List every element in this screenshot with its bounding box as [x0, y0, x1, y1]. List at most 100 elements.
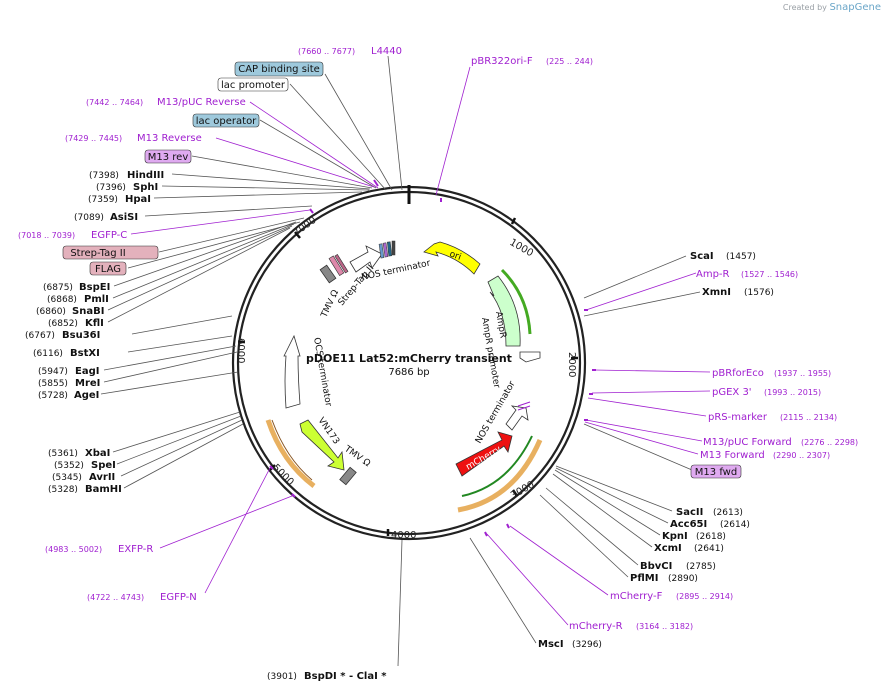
- pmli-name: PmlI: [84, 294, 109, 305]
- mcherry-r-range: (3164 .. 3182): [636, 622, 693, 631]
- feature-ampr-label: AmpR: [493, 311, 508, 339]
- leader-kpni: [554, 469, 661, 536]
- feature-mcherry-orange-highlight: [457, 439, 543, 513]
- leader-strep: [158, 217, 305, 253]
- leader-pflmi: [539, 494, 629, 578]
- leader-mrei: [103, 351, 238, 383]
- leader-bspdi: [397, 539, 403, 667]
- scai-pos: (1457): [726, 252, 756, 262]
- feature-tmv-omega-1-label: TMV Ω: [341, 444, 372, 470]
- cap-binding-site-label: CAP binding site: [238, 64, 320, 75]
- top-block-3: [386, 241, 392, 257]
- small-mark-2: [517, 405, 531, 411]
- leader-mcherry-r: [486, 533, 569, 626]
- feature-nos-terminator-1-arrow: [505, 405, 529, 431]
- leader-egfp-c: [130, 209, 311, 235]
- snapgene-branding: Created by SnapGene: [783, 2, 881, 13]
- top-block-2: [382, 242, 389, 258]
- leader-pmli: [112, 223, 295, 299]
- leader-m13-rev: [191, 155, 373, 189]
- leader-asisi: [144, 205, 313, 217]
- pflmi-name: PflMI: [630, 573, 658, 584]
- leader-scai: [583, 255, 687, 299]
- m13puc-reverse-range: (7442 .. 7464): [86, 98, 143, 107]
- bamhi-name: BamHI: [85, 484, 122, 495]
- snabi-pos: (6860): [36, 307, 66, 317]
- m13-rev-label: M13 rev: [148, 152, 189, 163]
- leader-avrii: [120, 419, 243, 477]
- leader-kfli: [107, 227, 291, 323]
- xmni-pos: (1576): [744, 288, 774, 298]
- plasmid-name: pDOE11 Lat52:mCherry transient: [306, 352, 512, 365]
- primer-mark-egfp-c: [309, 208, 314, 214]
- primer-mark-egfp-n: [269, 465, 274, 470]
- feature-ocs-terminator-label: OCS terminator: [311, 337, 333, 408]
- strep-tag-bar-1: [328, 255, 345, 276]
- cap-binding-site-box: [234, 61, 324, 77]
- lac-operator-box: [192, 113, 260, 128]
- leader-hpai: [153, 191, 363, 199]
- leader-hindiii: [171, 173, 371, 190]
- created-by-text: Created by: [782, 3, 827, 12]
- feature-ampr-promoter-arrow: [519, 351, 541, 363]
- leader-xcmi: [552, 473, 653, 548]
- mcherry-r-name: mCherry-R: [569, 621, 623, 632]
- egfp-c-name: EGFP-C: [91, 230, 127, 241]
- asisi-pos: (7089): [74, 213, 104, 223]
- snapgene-logo-text: SnapGene: [829, 2, 881, 13]
- bbvci-pos: (2785): [686, 562, 716, 572]
- m13puc-reverse-name: M13/pUC Reverse: [157, 97, 246, 108]
- bsu36i-name: Bsu36I: [62, 330, 100, 341]
- feature-nos-terminator-2-arrow: [349, 245, 383, 273]
- leader-exfp-r: [159, 495, 293, 549]
- feature-ampr-highlight: [500, 268, 532, 335]
- leader-agei: [100, 371, 239, 395]
- pflmi-pos: (2890): [668, 574, 698, 584]
- feature-mcherry-arrow: [455, 431, 513, 477]
- mrei-pos: (5855): [38, 379, 68, 389]
- mcherry-f-name: mCherry-F: [610, 591, 663, 602]
- pgex-range: (1993 .. 2015): [764, 388, 821, 397]
- leader-flag: [127, 221, 301, 269]
- hindiii-pos: (7398): [89, 171, 119, 181]
- tick-mark-3000: [511, 489, 519, 497]
- l4440-range: (7660 .. 7677): [298, 47, 355, 56]
- leader-lines: [100, 55, 711, 667]
- leader-pbr322: [435, 66, 471, 196]
- m13-reverse-range: (7429 .. 7445): [65, 134, 122, 143]
- leader-pgex: [591, 390, 711, 394]
- leader-prs: [587, 397, 707, 417]
- pmli-pos: (6868): [47, 295, 77, 305]
- tick-label-7000: 7000: [291, 215, 318, 239]
- leader-bstxi: [127, 335, 233, 353]
- leader-m13-reverse: [215, 137, 375, 188]
- hpai-name: HpaI: [125, 194, 151, 205]
- m13-reverse-name: M13 Reverse: [137, 133, 202, 144]
- leader-snabi: [107, 225, 293, 311]
- primer-mark-m13rev: [373, 179, 379, 187]
- primer-mark-exfp-r: [291, 493, 296, 498]
- asisi-name: AsiSI: [110, 212, 138, 223]
- l4440-name: L4440: [371, 46, 402, 57]
- acc65i-name: Acc65I: [670, 519, 707, 530]
- exfp-r-name: EXFP-R: [118, 544, 153, 555]
- feature-ori-label: ori: [448, 249, 462, 262]
- bspdi-clai-name: BspDI * - ClaI *: [304, 671, 387, 682]
- feature-ori-arrow: [423, 241, 481, 275]
- tick-label-6000: 6000: [235, 338, 246, 363]
- leader-bbvci: [545, 487, 639, 566]
- pbrforeco-range: (1937 .. 1955): [774, 369, 831, 378]
- xbai-pos: (5361): [48, 449, 78, 459]
- lac-operator-label: lac operator: [196, 116, 257, 127]
- leader-msci: [469, 537, 537, 644]
- leader-bspei: [113, 221, 297, 287]
- lac-promoter-label: lac promoter: [221, 80, 286, 91]
- leader-xbai: [112, 411, 241, 453]
- egfp-c-range: (7018 .. 7039): [18, 231, 75, 240]
- msci-name: MscI: [538, 639, 564, 650]
- tick-label-1000: 1000: [508, 237, 536, 259]
- feature-top-small-blocks: [378, 240, 396, 259]
- m13-fwd-box: [690, 464, 742, 479]
- m13-forward-name: M13 Forward: [700, 450, 765, 461]
- leader-mcherry-f: [509, 525, 609, 596]
